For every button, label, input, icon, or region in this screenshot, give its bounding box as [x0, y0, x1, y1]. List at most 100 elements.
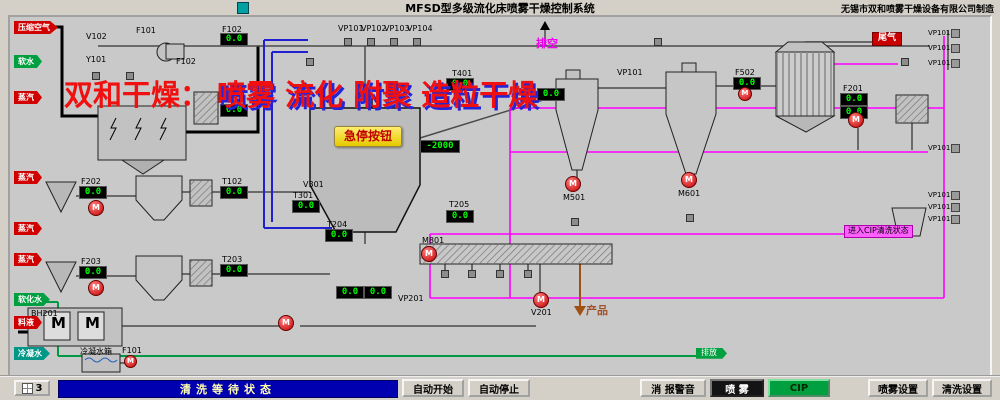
agitator-motor-label: M — [51, 314, 66, 332]
value-display: 0.0 — [325, 229, 353, 242]
spray-mode-button[interactable]: 喷 雾 — [710, 379, 764, 397]
utility-label: 软化水 — [14, 293, 50, 306]
utility-label: 冷凝水 — [14, 347, 50, 360]
vibrating-fluid-bed — [419, 243, 613, 265]
pump-icon[interactable]: M — [533, 292, 549, 308]
equipment-tag: M801 — [422, 236, 445, 245]
fluid-bed-cyclone-1 — [135, 175, 183, 221]
vent-label: 排空 — [536, 37, 558, 50]
vent-arrow — [540, 21, 550, 30]
valve-icon[interactable] — [413, 38, 421, 46]
valve-icon[interactable] — [496, 270, 504, 278]
page-button[interactable]: 3 — [14, 380, 50, 396]
valve-icon[interactable] — [367, 38, 375, 46]
value-display: 0.0 — [220, 264, 248, 277]
equipment-tag: T301 — [293, 191, 314, 200]
mute-alarm-button[interactable]: 消 报警音 — [640, 379, 706, 397]
app-icon — [237, 2, 249, 14]
valve-tag: VP101 — [928, 144, 961, 153]
cip-mode-button[interactable]: CIP — [768, 379, 830, 397]
valve-icon[interactable] — [951, 215, 961, 224]
pump-icon[interactable]: M — [681, 172, 697, 188]
value-display: 0.0 — [840, 93, 868, 106]
equipment-tag: F203 — [81, 257, 101, 266]
valve-icon[interactable] — [524, 270, 532, 278]
valve-icon[interactable] — [390, 38, 398, 46]
fluid-bed-cyclone-2 — [135, 255, 183, 301]
page-title: MFSD型多级流化床喷雾干燥控制系统 — [405, 1, 595, 15]
valve-icon[interactable] — [571, 218, 579, 226]
emergency-stop-button[interactable]: 急停按钮 — [334, 126, 403, 148]
equipment-tag: Y101 — [86, 55, 107, 64]
valve-icon[interactable] — [686, 214, 694, 222]
pump-icon[interactable]: M — [88, 200, 104, 216]
tailgas-label: 尾气 — [872, 32, 903, 46]
equipment-tag: V301 — [303, 180, 324, 189]
equipment-tag: T203 — [222, 255, 243, 264]
pump-icon[interactable]: M — [738, 87, 752, 101]
valve-icon[interactable] — [468, 270, 476, 278]
feeder-cone-2 — [45, 261, 77, 294]
equipment-tag: VP101 — [338, 24, 364, 33]
equipment-tag: VP101 — [617, 68, 643, 77]
valve-icon[interactable] — [126, 72, 134, 80]
pump-icon[interactable]: M — [88, 280, 104, 296]
manufacturer-label: 无锡市双和喷雾干燥设备有限公司制造 — [840, 5, 994, 15]
status-bar: 清洗等待状态 — [58, 380, 398, 398]
auto-stop-button[interactable]: 自动停止 — [468, 379, 530, 397]
equipment-tag: VP102 — [361, 24, 387, 33]
equipment-tag: F102 — [222, 25, 242, 34]
valve-icon[interactable] — [92, 72, 100, 80]
equipment-tag: BH201 — [31, 309, 58, 318]
valve-icon[interactable] — [951, 144, 961, 153]
pipe-filter-out — [186, 46, 260, 134]
value-display: 0.0 — [220, 186, 248, 199]
agitator-motor-label: M — [85, 314, 100, 332]
valve-tag: VP101 — [928, 191, 961, 200]
equipment-tag: T205 — [449, 200, 470, 209]
cip-status-banner: 进入CIP清洗状态 — [844, 225, 913, 238]
utility-label: 压缩空气 — [14, 21, 58, 34]
value-display: -2000 — [420, 140, 460, 153]
pump-icon[interactable]: M — [565, 176, 581, 192]
utility-label: 蒸汽 — [14, 253, 42, 266]
valve-icon[interactable] — [654, 38, 662, 46]
valve-icon[interactable] — [951, 59, 961, 68]
utility-label: 软水 — [14, 55, 42, 68]
value-display: 0.0 — [364, 286, 392, 299]
utility-label: 料液 — [14, 316, 42, 329]
blower-fan — [156, 42, 185, 62]
valve-icon[interactable] — [306, 58, 314, 66]
feed-tank — [27, 307, 123, 347]
condenser — [774, 41, 836, 133]
valve-icon[interactable] — [951, 44, 961, 53]
equipment-tag: VP103 — [384, 24, 410, 33]
cyclone-1 — [555, 69, 599, 171]
equipment-tag: M601 — [678, 189, 701, 198]
valve-tag: VP101 — [928, 59, 961, 68]
utility-label: 蒸汽 — [14, 222, 42, 235]
valve-icon[interactable] — [344, 38, 352, 46]
pump-icon[interactable]: M — [421, 246, 437, 262]
valve-icon[interactable] — [441, 270, 449, 278]
valve-icon[interactable] — [951, 203, 961, 212]
pump-icon[interactable]: M — [278, 315, 294, 331]
drain-arrow-label: 排放 — [696, 348, 727, 359]
auto-start-button[interactable]: 自动开始 — [402, 379, 464, 397]
value-display: 0.0 — [292, 200, 320, 213]
clean-settings-button[interactable]: 清洗设置 — [932, 379, 992, 397]
cyclone-2 — [665, 62, 717, 175]
valve-icon[interactable] — [951, 29, 961, 38]
valve-icon[interactable] — [901, 58, 909, 66]
pump-icon[interactable]: M — [124, 355, 137, 368]
equipment-tag: T201 — [222, 95, 243, 104]
equipment-tag: F502 — [735, 68, 755, 77]
valve-icon[interactable] — [951, 191, 961, 200]
valve-tag: VP101 — [928, 215, 961, 224]
pump-icon[interactable]: M — [848, 112, 864, 128]
value-display: 0.0 — [446, 78, 474, 91]
value-display: 0.0 — [336, 286, 364, 299]
spray-settings-button[interactable]: 喷雾设置 — [868, 379, 928, 397]
value-display: 0.0 — [446, 210, 474, 223]
